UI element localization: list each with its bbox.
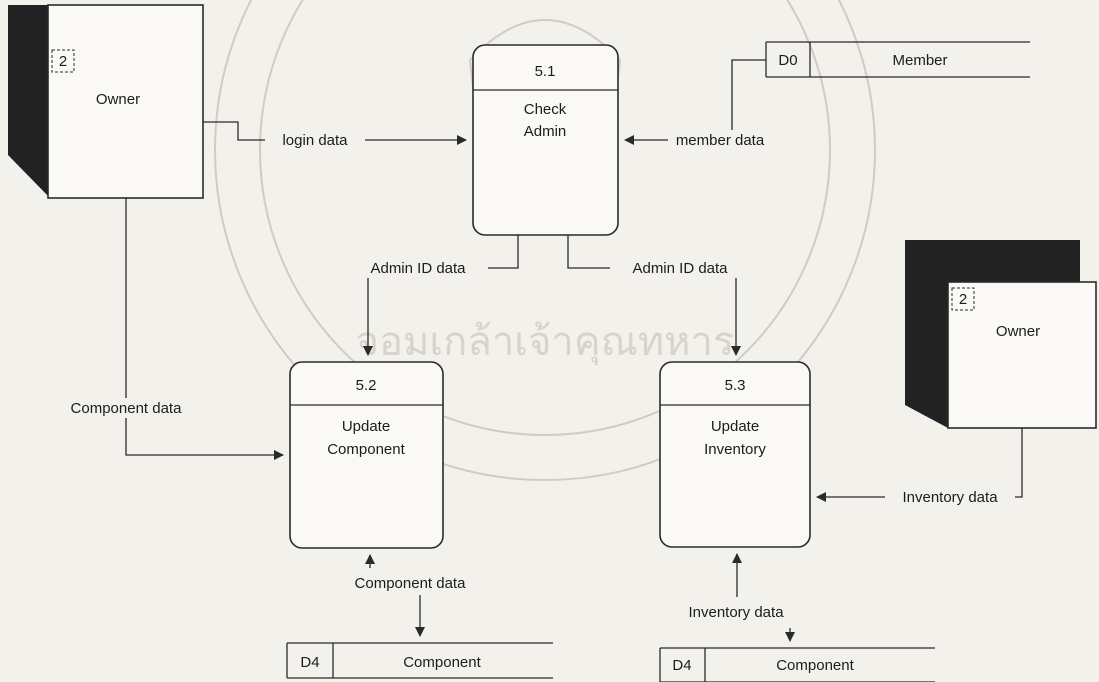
entity-number-box xyxy=(51,49,75,73)
process-name-line2: Inventory xyxy=(704,441,766,458)
store-name: Component xyxy=(403,654,481,671)
flow-label: Inventory data xyxy=(688,604,784,621)
flow-inventory-data-owner: Inventory data xyxy=(816,428,1023,507)
data-store-d4-component: D4 Component xyxy=(286,642,553,679)
flow-inventory-data-store: Inventory data xyxy=(688,553,795,642)
flow-label: Component data xyxy=(355,575,467,592)
flow-login-data: login data xyxy=(203,121,467,150)
store-name: Component xyxy=(776,657,854,674)
flow-label: Admin ID data xyxy=(632,260,728,277)
flow-label: member data xyxy=(676,132,765,149)
process-name-line1: Update xyxy=(711,418,759,435)
flow-label: login data xyxy=(282,132,348,149)
process-name-line2: Component xyxy=(327,441,405,458)
process-5-2-update-component: 5.2 Update Component xyxy=(289,361,444,549)
entity-number: 2 xyxy=(59,53,67,70)
process-number: 5.1 xyxy=(535,63,556,80)
flow-label: Component data xyxy=(71,400,183,417)
flow-admin-id-data-left: Admin ID data xyxy=(348,235,519,356)
data-store-d4-component-2: D4 Component xyxy=(659,647,935,682)
external-entity-owner-2: 2 Owner xyxy=(905,240,1097,429)
flow-component-data-owner: Component data xyxy=(46,198,284,460)
university-seal-watermark: จอมเกล้าเจ้าคุณทหาร xyxy=(214,0,876,481)
process-name-line1: Update xyxy=(342,418,390,435)
store-code: D4 xyxy=(672,657,691,674)
process-name-line1: Check xyxy=(524,101,567,118)
flow-admin-id-data-right: Admin ID data xyxy=(567,235,750,356)
store-code: D0 xyxy=(778,52,797,69)
store-name: Member xyxy=(892,52,947,69)
process-number: 5.2 xyxy=(356,377,377,394)
flow-label: Inventory data xyxy=(902,489,998,506)
data-store-d0-member: D0 Member xyxy=(765,41,1030,78)
process-5-1-check-admin: 5.1 Check Admin xyxy=(472,44,619,236)
process-number: 5.3 xyxy=(725,377,746,394)
flow-label: Admin ID data xyxy=(370,260,466,277)
process-5-3-update-inventory: 5.3 Update Inventory xyxy=(659,361,811,548)
process-name-line2: Admin xyxy=(524,123,567,140)
flow-member-data: member data xyxy=(624,59,772,150)
entity-number-box xyxy=(951,287,975,311)
external-entity-owner: 2 Owner xyxy=(8,4,204,199)
entity-name: Owner xyxy=(96,91,140,108)
flow-component-data-store: Component data xyxy=(355,554,467,637)
store-code: D4 xyxy=(300,654,319,671)
entity-name: Owner xyxy=(996,323,1040,340)
watermark-text: จอมเกล้าเจ้าคุณทหาร xyxy=(356,320,735,366)
entity-number: 2 xyxy=(959,291,967,308)
